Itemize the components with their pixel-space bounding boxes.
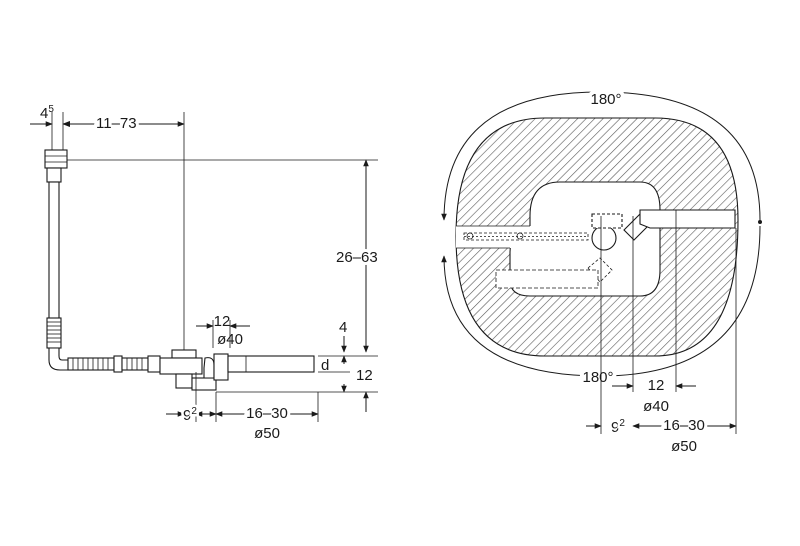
waste-cable	[463, 232, 589, 241]
dim-label-9-2-right-view: 92	[611, 418, 625, 436]
dim-label-9-2-left: 92	[183, 406, 197, 424]
angle-label-bottom: 180°	[582, 369, 613, 386]
overflow-pipe-dashed	[495, 269, 599, 289]
dim-label-12-right-view: 12	[648, 377, 665, 394]
dim-label-d: d	[321, 357, 329, 374]
overflow-nut	[46, 167, 62, 183]
outlet-pipe	[227, 355, 315, 373]
drain-body	[159, 349, 229, 391]
overflow-head	[44, 149, 68, 169]
dim-label-26-63: 26–63	[336, 249, 378, 266]
dim-label-12-right: 12	[356, 367, 373, 384]
flex-hose-horizontal	[67, 355, 161, 373]
dim-label-16-30-right-view: 16–30	[663, 417, 705, 434]
pivot-point	[758, 220, 762, 224]
rotation-arc-top	[441, 91, 761, 221]
drain-housing	[591, 213, 623, 229]
elbow-pipe	[48, 347, 71, 371]
dim-label-dia-50-right-view: ø50	[671, 438, 697, 455]
overflow-pipe-vertical	[48, 181, 60, 323]
right-plan-view: 180° 180° 12 ø40	[441, 87, 762, 455]
dim-label-12-left: 12	[214, 313, 231, 330]
dim-label-dia-50-left: ø50	[254, 425, 280, 442]
rotation-arc-bottom	[441, 225, 761, 377]
dim-label-dia-40-right-view: ø40	[643, 398, 669, 415]
drain-outlet-circle	[591, 225, 617, 251]
outlet-pipe-plan	[639, 209, 736, 229]
flex-hose-vertical	[46, 317, 62, 349]
dim-label-4-5: 45	[40, 104, 54, 122]
dim-label-11-73: 11–73	[96, 115, 137, 132]
dim-label-4: 4	[339, 319, 347, 336]
dim-label-16-30-left: 16–30	[246, 405, 288, 422]
bathtub-section-hatched	[455, 117, 739, 357]
dim-label-dia-40-left: ø40	[217, 331, 243, 348]
left-elevation-view: 45 11–73 26–63	[30, 104, 381, 442]
angle-label-top: 180°	[590, 91, 621, 108]
